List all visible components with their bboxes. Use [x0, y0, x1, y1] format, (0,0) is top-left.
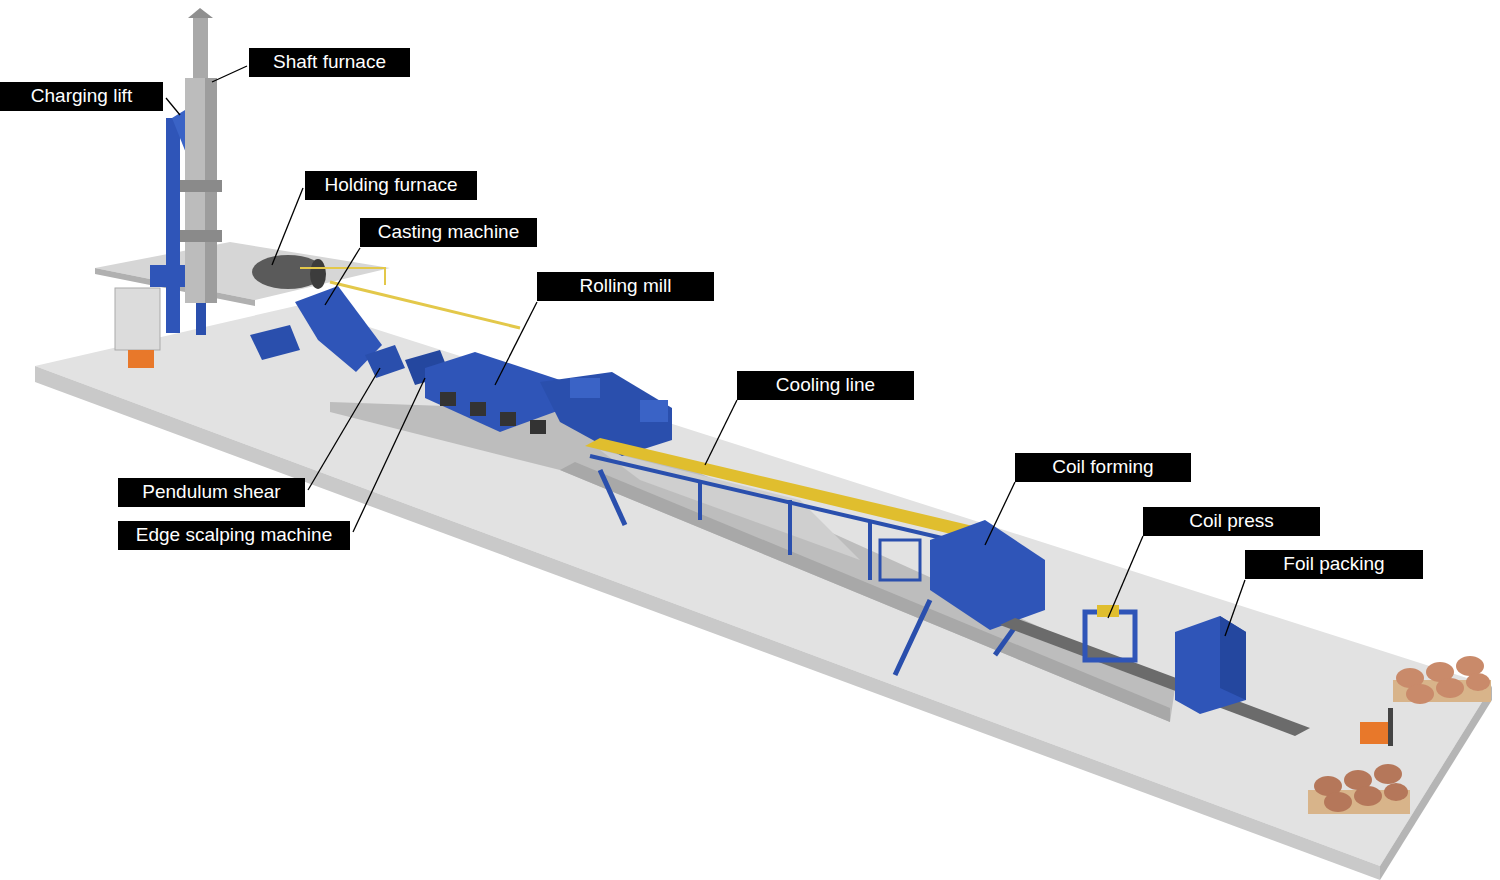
copper-coil: [1436, 678, 1464, 698]
forklift-mast: [1388, 708, 1393, 746]
support: [698, 480, 702, 520]
shaft-furnace-stack: [193, 18, 208, 78]
leader-line: [1108, 536, 1143, 618]
label-text: Pendulum shear: [142, 481, 280, 504]
callout-label: Casting machine: [360, 218, 537, 247]
coil-forming-cage: [880, 540, 920, 580]
shaft-furnace-ring: [180, 230, 222, 242]
leader-line: [308, 368, 380, 490]
label-text: Coil forming: [1052, 456, 1153, 479]
leader-line: [272, 188, 303, 265]
copper-coil: [1324, 792, 1352, 812]
foil-packing-side: [1220, 616, 1246, 700]
forklift: [1360, 722, 1390, 744]
utility-box: [115, 288, 160, 350]
copper-coil: [1406, 684, 1434, 704]
copper-coil: [1466, 673, 1490, 691]
leader-line: [1225, 580, 1245, 636]
callout-label: Coil forming: [1015, 453, 1191, 482]
stairs: [600, 470, 625, 525]
mill-motor: [570, 378, 600, 398]
holding-furnace-end: [310, 259, 326, 289]
casting-wheel: [250, 325, 300, 360]
support: [868, 520, 872, 580]
copper-coil: [1384, 783, 1408, 801]
leader-line: [212, 66, 247, 82]
callout-label: Holding furnace: [305, 171, 477, 200]
leader-line: [166, 98, 180, 115]
copper-coil: [1456, 656, 1484, 676]
roll-stand: [530, 420, 546, 434]
coil-press-head: [1097, 605, 1119, 617]
callout-label: Shaft furnace: [249, 48, 410, 77]
pendulum-shear: [365, 345, 405, 378]
foil-packing: [1175, 616, 1246, 714]
roll-stand: [500, 412, 516, 426]
callout-label: Rolling mill: [537, 272, 714, 301]
leader-line: [353, 378, 425, 532]
label-text: Rolling mill: [580, 275, 672, 298]
support: [788, 500, 792, 555]
label-text: Casting machine: [378, 221, 520, 244]
roll-stand: [440, 392, 456, 406]
label-text: Foil packing: [1283, 553, 1384, 576]
label-text: Shaft furnace: [273, 51, 386, 74]
cooling-line-rail: [590, 456, 985, 548]
railing: [330, 282, 520, 328]
leader-lines: [166, 66, 1245, 636]
charging-lift: [166, 118, 180, 333]
leader-line: [495, 302, 537, 385]
roll-stand: [470, 402, 486, 416]
shaft-furnace-ring: [180, 180, 222, 192]
coil-forming: [930, 520, 1045, 630]
callout-label: Coil press: [1143, 507, 1320, 536]
forklift: [128, 350, 154, 368]
floor-side: [1380, 686, 1492, 880]
floor-top: [35, 305, 1492, 866]
shaft-furnace-cap: [188, 8, 213, 18]
callout-label: Edge scalping machine: [118, 521, 350, 550]
leader-line: [705, 400, 737, 465]
label-text: Coil press: [1189, 510, 1273, 533]
leader-line: [985, 482, 1015, 545]
callout-label: Cooling line: [737, 371, 914, 400]
label-text: Holding furnace: [324, 174, 457, 197]
roller-conveyor: [1000, 618, 1310, 736]
callout-label: Foil packing: [1245, 550, 1423, 579]
mill-motor: [640, 400, 668, 422]
floor-front: [35, 366, 1380, 880]
label-text: Cooling line: [776, 374, 875, 397]
label-text: Charging lift: [31, 85, 132, 108]
copper-coil: [1374, 764, 1402, 784]
copper-coil: [1354, 786, 1382, 806]
label-text: Edge scalping machine: [136, 524, 332, 547]
cooling-line: [585, 438, 990, 540]
coil-press: [1085, 612, 1135, 660]
pit: [330, 402, 1175, 722]
stairs: [895, 600, 930, 675]
callout-label: Charging lift: [0, 82, 163, 111]
callout-label: Pendulum shear: [118, 478, 305, 507]
leader-line: [325, 248, 360, 305]
